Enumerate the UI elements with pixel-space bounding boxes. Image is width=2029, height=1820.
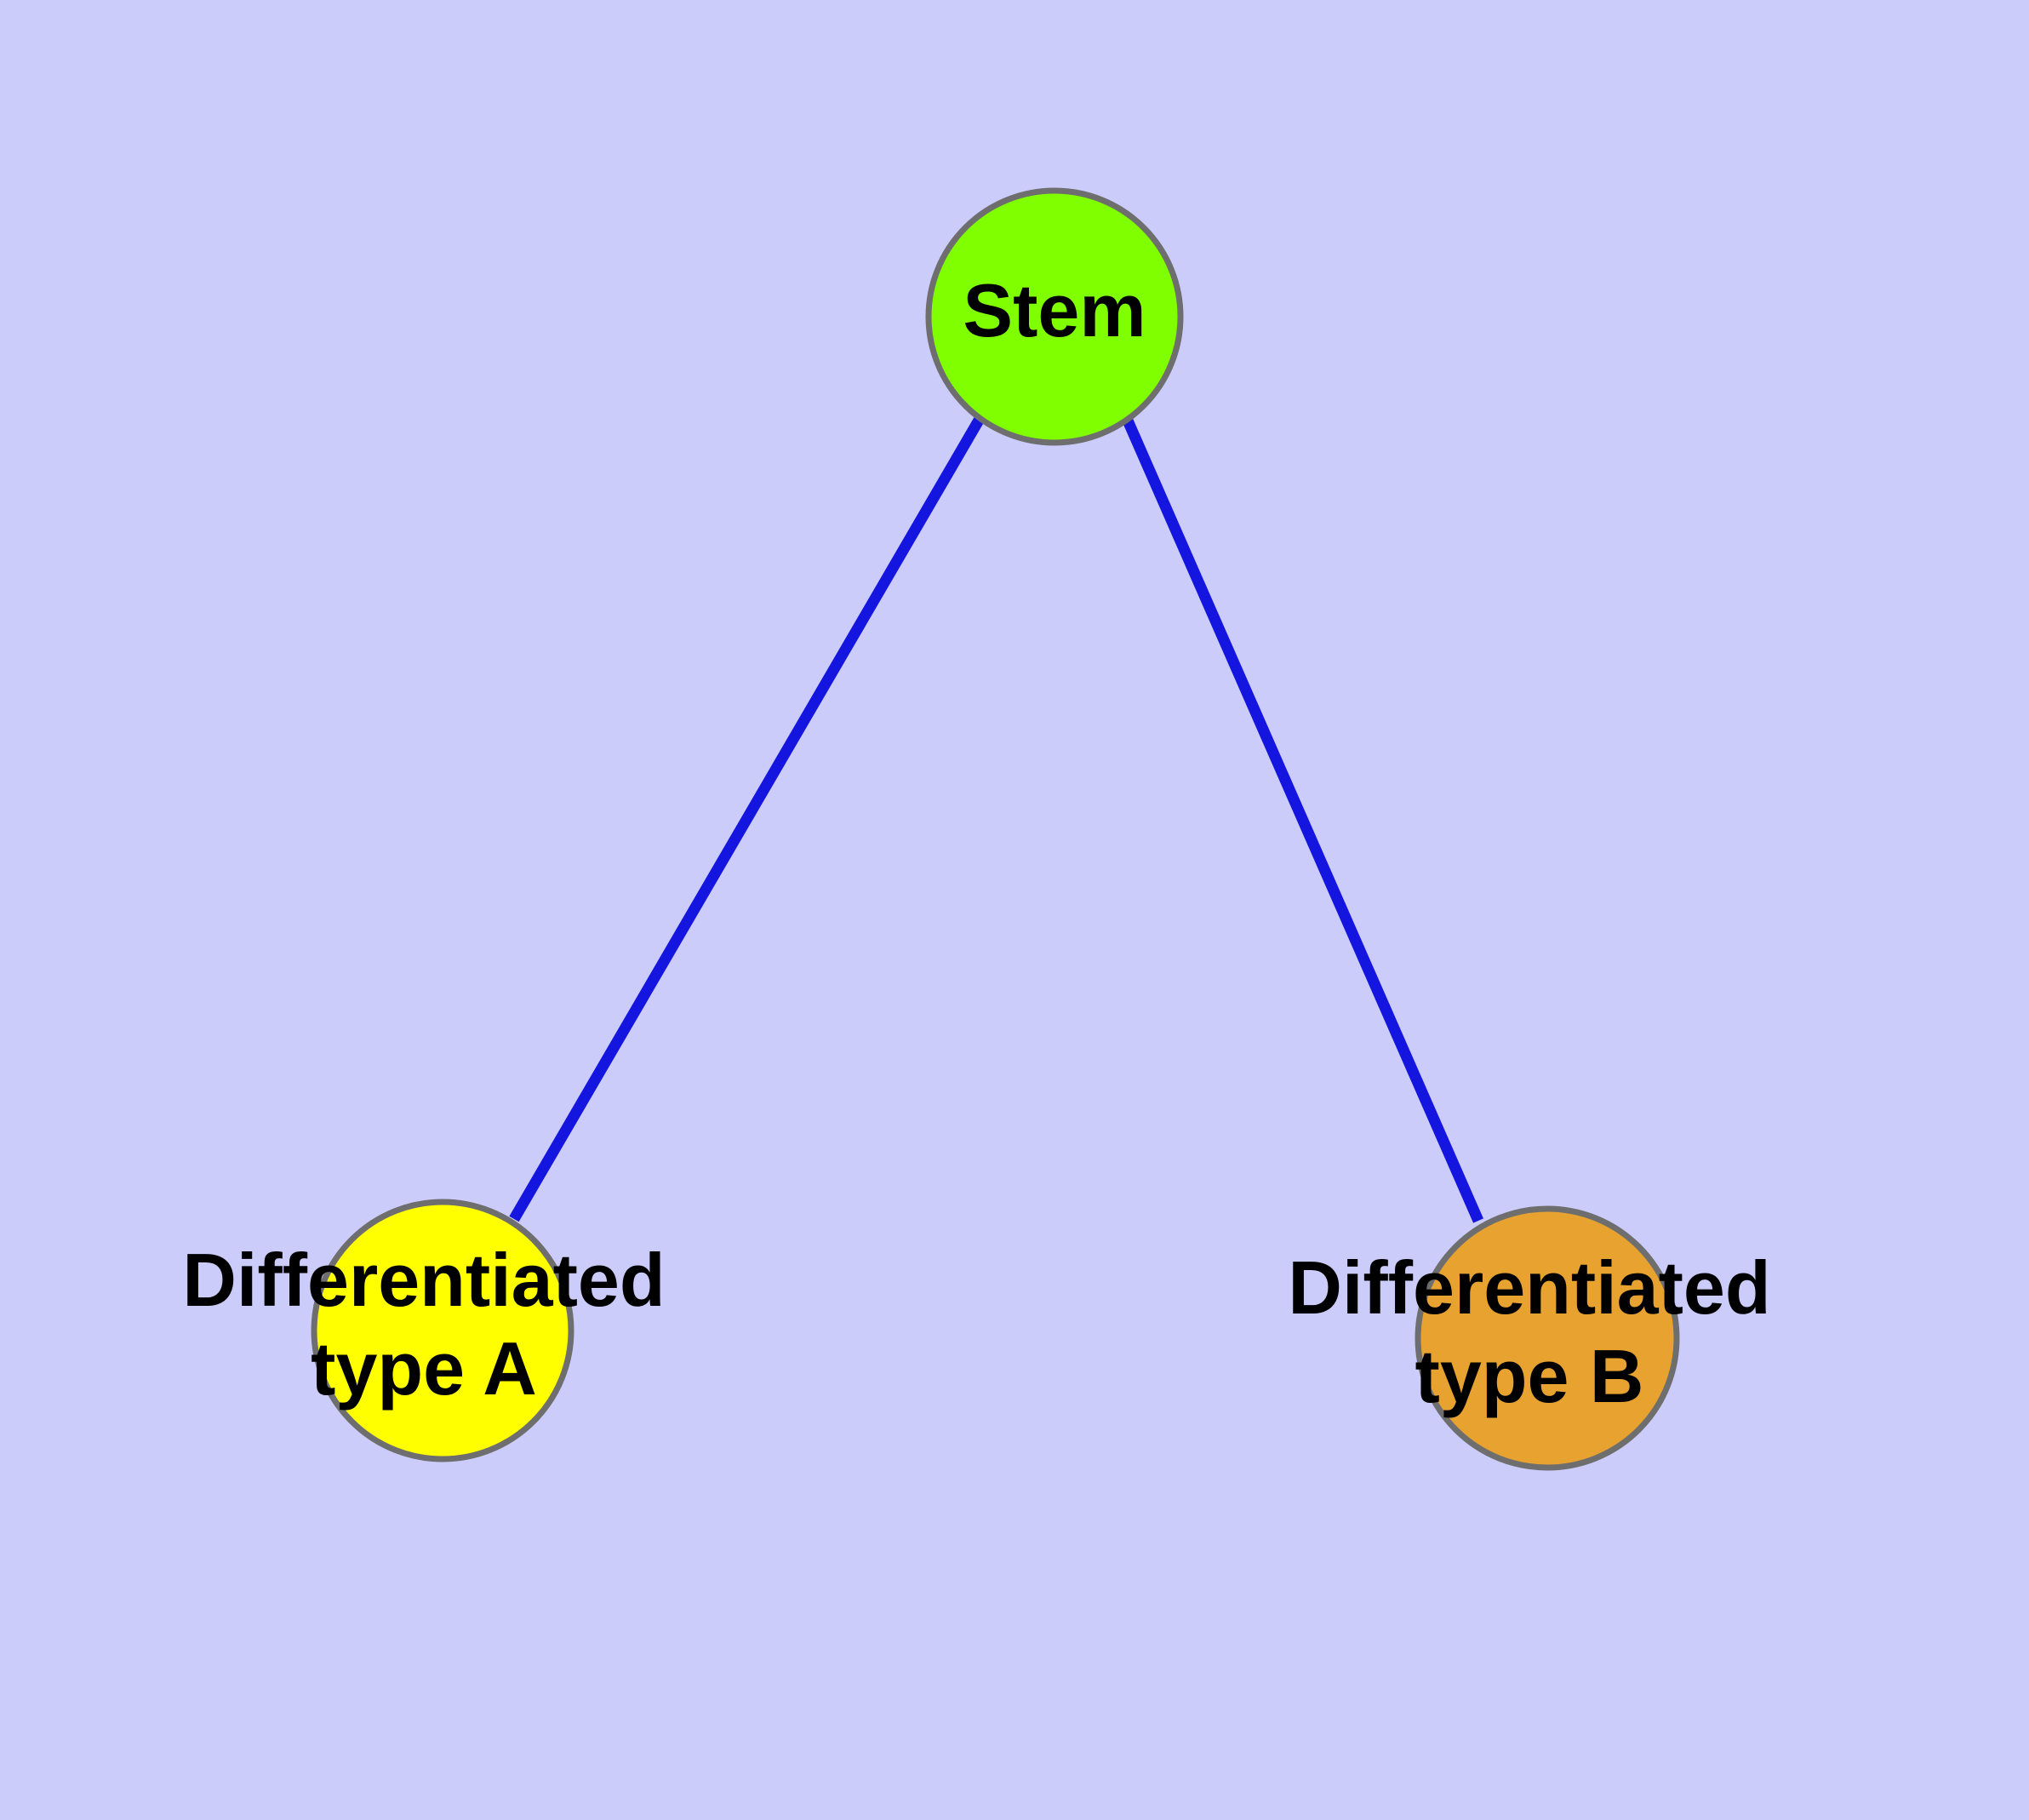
node-stem[interactable] bbox=[925, 187, 1184, 446]
node-layer bbox=[311, 187, 1680, 1471]
node-differentiated-type-b[interactable] bbox=[1415, 1205, 1680, 1471]
node-differentiated-type-a[interactable] bbox=[311, 1199, 574, 1462]
label-node-stem: Stem bbox=[963, 268, 1146, 352]
edge-stem-to-differentiated-type-a[interactable] bbox=[509, 415, 985, 1222]
edge-stem-to-differentiated-type-b[interactable] bbox=[1123, 418, 1483, 1223]
edge-layer bbox=[509, 415, 1483, 1223]
